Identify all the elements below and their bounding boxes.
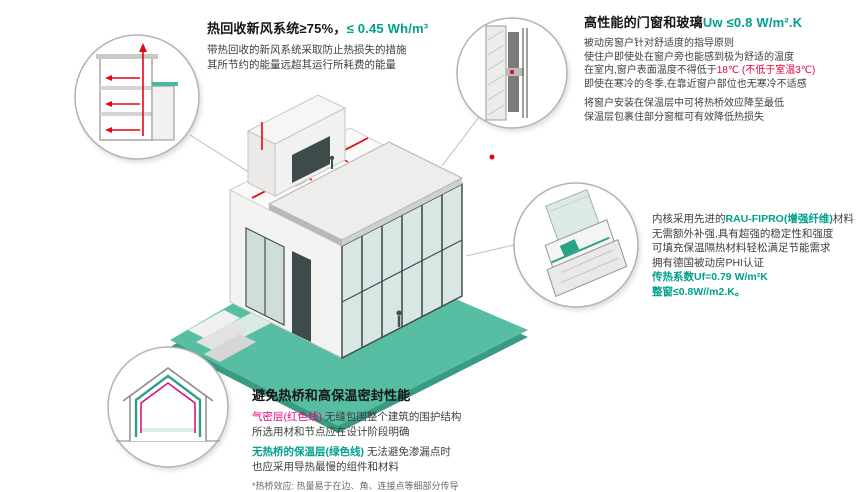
profile-body-3: 拥有德国被动房PHI认证 <box>652 256 765 269</box>
house-illustration <box>170 94 528 433</box>
thermal-line-2: 所选用材和节点应在设计阶段明确 <box>252 425 410 438</box>
profile-material-name: RAU-FIPRO(增强纤维) <box>725 213 833 225</box>
window-section-circle <box>456 17 568 129</box>
annotation-profile: 内核采用先进的RAU-FIPRO(增强纤维)材料 无需额外补强,具有超强的稳定性… <box>652 212 854 299</box>
airtight-layer-label: 气密层(红色线) <box>252 411 322 423</box>
detail-marker-dot <box>489 154 495 160</box>
windows-body-2: 使住户即使处在窗户旁也能感到极为舒适的温度 <box>584 51 794 63</box>
heat-recovery-body-2: 其所节约的能量远超其运行所耗费的能量 <box>207 58 396 71</box>
thermal-line-3: 无热桥的保温层(绿色线) 无法避免渗漏点时 <box>252 445 461 460</box>
windows-body-6: 保温层包裹住部分窗框可有效降低热损失 <box>584 111 764 123</box>
windows-title: 高性能的门窗和玻璃Uw ≤0.8 W/m².K <box>584 12 815 31</box>
flat-roof <box>267 141 464 246</box>
thermal-footnote: *热桥效应: 热量易于在边、角、连接点等细部分传导 <box>252 481 459 491</box>
windows-title-value: Uw ≤0.8 W/m².K <box>702 15 803 30</box>
thermal-line-1: 气密层(红色线) 无缝包围整个建筑的围护结构 <box>252 410 461 425</box>
penthouse <box>246 94 347 197</box>
profile-line-1: 内核采用先进的RAU-FIPRO(增强纤维)材料 <box>652 212 854 227</box>
profile-line-1-text: 内核采用先进的 <box>652 213 726 225</box>
windows-body-4: 即使在寒冷的冬季,在靠近窗户部位也无寒冷不适感 <box>584 78 807 90</box>
windows-body-3-text: 在室内,窗户表面温度不得低于 <box>584 65 717 76</box>
heat-recovery-title: 热回收新风系统≥75%，≤ 0.45 Wh/m³ <box>207 18 428 37</box>
annotation-thermal: 避免热桥和高保温密封性能 气密层(红色线) 无缝包围整个建筑的围护结构 所选用材… <box>252 385 461 492</box>
windows-body-1: 被动房窗户针对舒适度的指导原则 <box>584 38 734 49</box>
insulation-layer-label: 无热桥的保温层(绿色线) <box>252 446 364 458</box>
profile-body-2: 可填充保温隔热材料轻松满足节能需求 <box>652 242 831 254</box>
windows-body-3: 在室内,窗户表面温度不得低于18℃ (不低于室温3℃) <box>584 64 815 78</box>
thermal-line-3-rest: 无法避免渗漏点时 <box>364 446 451 458</box>
heat-recovery-body-1: 带热回收的新风系统采取防止热损失的措施 <box>207 44 407 56</box>
airflow-arrows <box>105 43 147 136</box>
heat-recovery-title-text: 热回收新风系统≥75%， <box>207 21 347 36</box>
thermal-line-1-rest: 无缝包围整个建筑的围护结构 <box>322 411 462 423</box>
penthouse-window <box>292 136 330 183</box>
human-figures <box>329 155 402 327</box>
thermal-envelope-circle <box>107 346 229 468</box>
insulation-green-line <box>134 374 202 437</box>
garden-stairs <box>188 310 256 362</box>
annotation-heat-recovery: 热回收新风系统≥75%，≤ 0.45 Wh/m³ 带热回收的新风系统采取防止热损… <box>207 18 428 72</box>
annotation-windows: 高性能的门窗和玻璃Uw ≤0.8 W/m².K 被动房窗户针对舒适度的指导原则 … <box>584 12 815 124</box>
windows-body-5: 将窗户安装在保温层中可将热桥效应降至最低 <box>584 98 784 109</box>
profile-uf-value: 传热系数Uf=0.79 W/m²K <box>652 271 768 283</box>
profile-window-u-value: 整窗≤0.8W//m2.K。 <box>652 285 746 298</box>
window-profile-circle <box>513 182 639 308</box>
entrance-door <box>292 251 311 342</box>
heat-recovery-title-value: ≤ 0.45 Wh/m³ <box>346 21 429 36</box>
windows-temperature-value: 18℃ (不低于室温3℃) <box>716 65 816 76</box>
airtight-red-line <box>140 382 196 433</box>
windows-title-text: 高性能的门窗和玻璃 <box>584 15 703 30</box>
thermal-line-4: 也应采用导热最慢的组件和材料 <box>252 460 399 473</box>
profile-body-1: 无需额外补强,具有超强的稳定性和强度 <box>652 227 834 240</box>
ventilation-detail-circle <box>74 34 200 160</box>
profile-line-1-text-2: 材料 <box>832 213 854 225</box>
thermal-title: 避免热桥和高保温密封性能 <box>252 388 411 403</box>
glazed-facade <box>341 182 463 360</box>
